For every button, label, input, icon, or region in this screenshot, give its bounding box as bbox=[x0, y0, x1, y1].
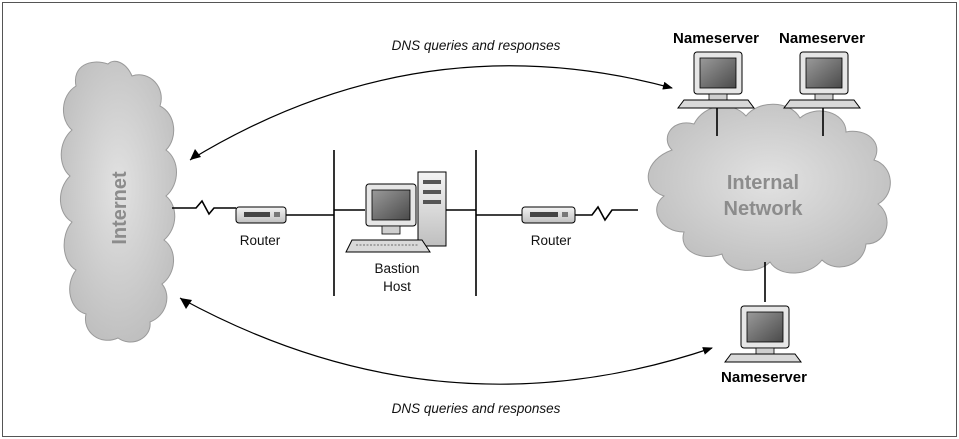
bastion-host: Bastion Host bbox=[345, 171, 447, 294]
router-left-label: Router bbox=[240, 233, 281, 248]
bottom-dns-arrow bbox=[179, 297, 713, 385]
nameserver-1: Nameserver bbox=[673, 30, 759, 109]
network-links bbox=[172, 106, 824, 302]
nameserver-3: Nameserver bbox=[721, 305, 807, 386]
router-right: Router bbox=[521, 206, 576, 248]
router-left: Router bbox=[235, 206, 287, 248]
nameserver-2-label: Nameserver bbox=[779, 30, 865, 47]
bottom-dns-arrowhead-left bbox=[180, 298, 192, 309]
internet-label: Internet bbox=[109, 171, 131, 245]
bottom-flow-label: DNS queries and responses bbox=[392, 401, 561, 416]
nameserver-1-label: Nameserver bbox=[673, 30, 759, 47]
bastion-label-line1: Bastion bbox=[374, 261, 419, 276]
top-dns-arrow bbox=[189, 65, 673, 161]
internet-cloud: Internet bbox=[60, 60, 177, 343]
internal-network-label-line2: Network bbox=[724, 198, 804, 220]
nameserver-3-label: Nameserver bbox=[721, 369, 807, 386]
nameserver-2: Nameserver bbox=[779, 30, 865, 109]
bastion-label-line2: Host bbox=[383, 279, 411, 294]
internal-network-label-line1: Internal bbox=[727, 172, 799, 194]
internal-network-cloud: Internal Network bbox=[647, 103, 891, 274]
top-dns-arrowhead-left bbox=[190, 149, 201, 160]
router-right-label: Router bbox=[531, 233, 572, 248]
top-flow-label: DNS queries and responses bbox=[392, 38, 561, 53]
